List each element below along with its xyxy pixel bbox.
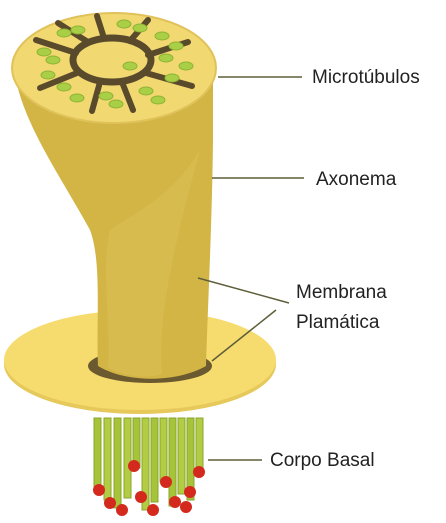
axoneme-cross-section <box>12 13 216 123</box>
label-microtubulos: Microtúbulos <box>312 66 420 89</box>
label-axonema: Axonema <box>316 168 396 191</box>
label-membrana: Membrana <box>296 281 387 304</box>
basal-body <box>93 418 205 516</box>
leader-line-membrana-axoneme <box>198 278 289 303</box>
label-plamatica: Plamática <box>296 311 379 334</box>
label-corpo-basal: Corpo Basal <box>270 449 375 472</box>
